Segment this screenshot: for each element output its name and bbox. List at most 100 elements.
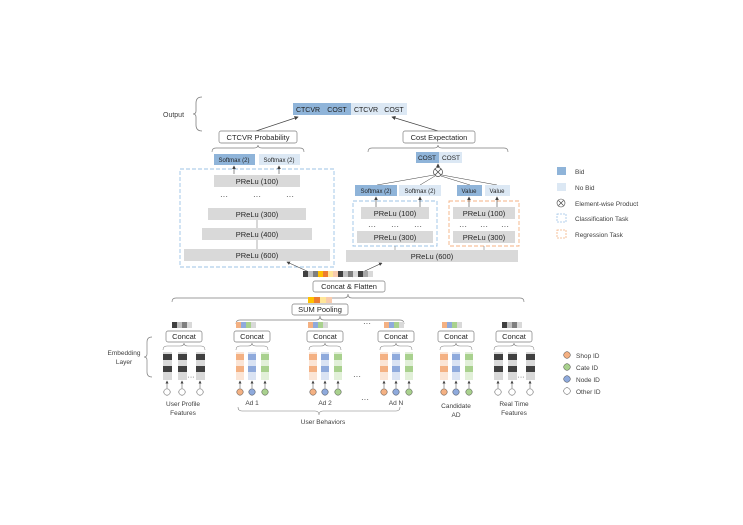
ads-ellipsis-mid: ··· (353, 372, 361, 381)
ctcvr-brace (211, 144, 305, 153)
cost-class-layer-100-label: PReLu (100) (374, 209, 417, 218)
legend-node-label: Node ID (576, 377, 600, 384)
embedding-bracket (143, 336, 153, 378)
legend-cate-label: Cate ID (576, 365, 598, 372)
cost-reg-ellipsis-3: ··· (501, 222, 509, 231)
adn-label: Ad N (389, 400, 404, 407)
cost-softmax-2: Softmax (2) (404, 189, 435, 195)
cost-cell-bid (416, 152, 439, 163)
concat-candidate: Concat (444, 332, 469, 341)
legend: Bid No Bid Element-wise Product Classifi… (556, 167, 638, 239)
embedding-layer-label-1: Embedding (108, 350, 141, 357)
output-label: Output (163, 112, 184, 119)
cost-value-1: Value (462, 189, 478, 195)
realtime-group: Concat ··· Real Time Features (493, 322, 535, 417)
ctcvr-layer-100 (214, 175, 300, 187)
output-ctcvr-bid (293, 103, 323, 115)
cost-reg-layer-300 (453, 231, 515, 243)
id-legend: Shop ID Cate ID Node ID Other ID (563, 351, 601, 396)
legend-regression-swatch (556, 229, 567, 239)
concat-ad2: Concat (313, 332, 338, 341)
ctcvr-layer-400 (202, 228, 312, 240)
cost-class-ellipsis-2: ··· (391, 222, 399, 231)
ctcvr-probability-label: CTCVR Probability (227, 133, 290, 142)
concat-flatten-label: Concat & Flatten (321, 282, 377, 291)
flatten-brace (171, 293, 525, 303)
cost-class-ellipsis-3: ··· (414, 222, 422, 231)
cost-value-bid (457, 185, 482, 196)
output-row: CTCVR COST CTCVR COST (293, 103, 407, 115)
ctcvr-layer-400-label: PReLu (400) (236, 230, 279, 239)
user-behaviors-brace (237, 406, 401, 416)
legend-other-dot (563, 387, 571, 395)
cost-reg-layer-100-label: PReLu (100) (463, 209, 506, 218)
legend-shop-label: Shop ID (576, 353, 600, 360)
legend-regression-label: Regression Task (575, 232, 624, 239)
cost-expectation-label: Cost Expectation (411, 133, 468, 142)
sum-pooling-label: SUM Pooling (298, 305, 342, 314)
arrow-cost-to-output (391, 116, 439, 132)
line-value2-product (441, 174, 498, 186)
cost-softmax-nobid (399, 185, 441, 196)
ad1-label: Ad 1 (245, 400, 259, 407)
concat-realtime: Concat (502, 332, 527, 341)
embedding-layer-label-2: Layer (116, 359, 133, 366)
ads-ellipsis-bottom: ··· (361, 395, 369, 404)
element-wise-product-node (433, 167, 443, 177)
output-cost-2: COST (384, 107, 404, 114)
cost-class-layer-300-label: PReLu (300) (374, 233, 417, 242)
ctcvr-layer-600 (184, 249, 330, 261)
cost-cell-2: COST (442, 155, 460, 162)
legend-bid-label: Bid (575, 169, 585, 176)
legend-other-label: Other ID (576, 389, 601, 396)
ctcvr-softmax-nobid (259, 154, 300, 165)
ad1-group: Concat Ad 1 (233, 322, 271, 407)
realtime-label-2: Features (501, 410, 527, 417)
legend-bid-swatch (557, 167, 566, 175)
legend-classification-swatch (556, 213, 567, 223)
ctcvr-softmax-2: Softmax (2) (263, 158, 294, 164)
ad2-group: Concat Ad 2 (306, 322, 344, 407)
output-ctcvr-nobid (351, 103, 381, 115)
line-value1-product (440, 175, 471, 186)
cost-class-ellipsis-1: ··· (368, 222, 376, 231)
realtime-label-1: Real Time (499, 401, 529, 408)
ctcvr-layer-300-label: PReLu (300) (236, 210, 279, 219)
ctcvr-layer-300 (208, 208, 306, 220)
realtime-ellipsis: ··· (518, 374, 525, 381)
cost-shared-layer-600 (346, 250, 518, 262)
legend-product-icon (556, 198, 566, 208)
cost-value-nobid (485, 185, 510, 196)
output-cost-1: COST (327, 107, 347, 114)
cost-shared-layer-600-label: PReLu (600) (411, 252, 454, 261)
cost-value-2: Value (490, 189, 506, 195)
output-bracket (192, 96, 203, 132)
cost-cell-nobid (439, 152, 462, 163)
pooling-brace (235, 315, 405, 325)
output-cost-bid (323, 103, 351, 115)
cost-reg-layer-100 (453, 207, 515, 219)
concat-adn: Concat (384, 332, 409, 341)
line-softmax2-product (419, 175, 436, 186)
output-ctcvr-1: CTCVR (296, 107, 320, 114)
cost-cell-1: COST (418, 155, 436, 162)
candidate-label-1: Candidate (441, 403, 471, 410)
cost-reg-ellipsis-2: ··· (480, 222, 488, 231)
candidate-ad-group: Concat Candidate AD (437, 322, 475, 419)
concat-flatten-box (312, 280, 386, 293)
ctcvr-ellipsis-1: ··· (220, 192, 228, 201)
ctcvr-ellipsis-2: ··· (253, 192, 261, 201)
ads-ellipsis-top: ··· (363, 319, 371, 328)
concat-ad1: Concat (240, 332, 265, 341)
legend-nobid-label: No Bid (575, 185, 595, 192)
ad2-label: Ad 2 (318, 400, 332, 407)
sum-pooling-box (291, 303, 349, 316)
flattened-embedding-strip (303, 271, 373, 277)
embedding-groups: Concat ··· User Profile Features Concat (162, 319, 535, 426)
cost-softmax-1: Softmax (2) (360, 189, 391, 195)
cost-class-layer-300 (357, 231, 433, 243)
user-behaviors-label: User Behaviors (301, 419, 346, 426)
output-cost-nobid (381, 103, 407, 115)
pooled-embedding-strip (308, 297, 332, 303)
legend-node-dot (563, 375, 571, 383)
